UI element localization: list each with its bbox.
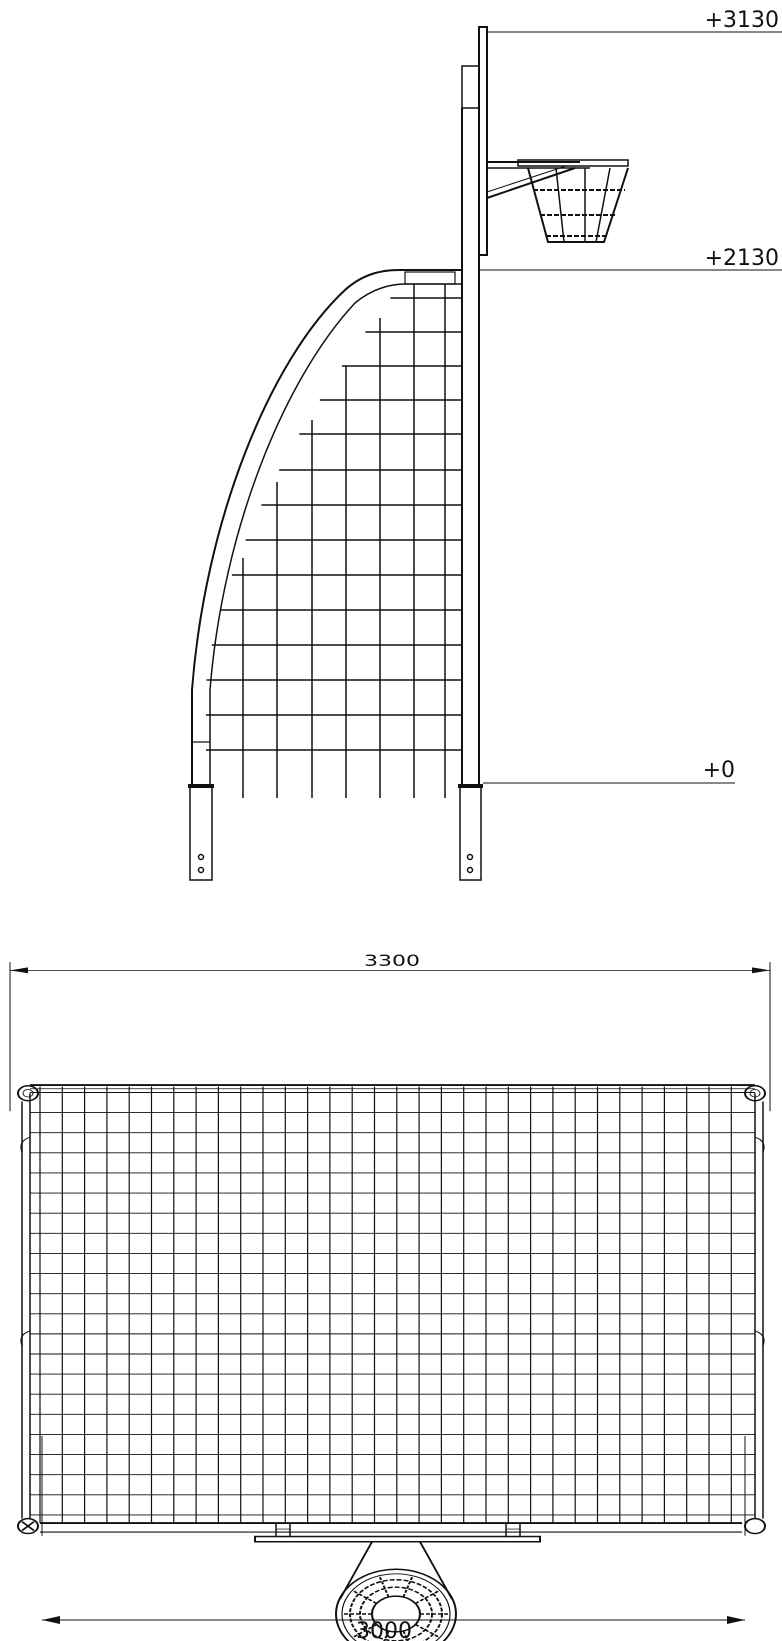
backboard-plan xyxy=(254,1522,541,1543)
goal-frame-side xyxy=(188,269,462,881)
level-marker-ground: +0 xyxy=(483,758,735,784)
level-label-ground: +0 xyxy=(703,758,735,783)
backboard xyxy=(461,26,488,256)
main-pole xyxy=(458,108,483,881)
hoop-bracket xyxy=(486,159,629,199)
level-marker-mid: +2130 xyxy=(479,246,782,271)
dimension-inner-final: 3000 xyxy=(42,1616,745,1641)
dimension-inner xyxy=(41,1435,746,1536)
hoop-net-strand xyxy=(378,1575,390,1598)
top-view: 3300 xyxy=(9,951,771,1641)
hoop-net-strand xyxy=(402,1575,414,1598)
hoop-net-strands xyxy=(342,1575,450,1641)
dimension-inner-arrow-right xyxy=(727,1616,745,1624)
dimension-overall: 3300 xyxy=(9,951,771,1112)
level-marker-top: +3130 xyxy=(487,8,782,33)
top-net-grid xyxy=(30,1086,755,1524)
goal-frame-top xyxy=(17,1084,766,1535)
basket-net-side xyxy=(527,167,629,243)
level-label-top: +3130 xyxy=(705,8,779,33)
side-net-grid xyxy=(206,284,462,798)
dimension-inner-arrow-left xyxy=(42,1616,60,1624)
side-view: +3130 +2130 +0 xyxy=(188,8,782,881)
level-label-mid: +2130 xyxy=(705,246,779,271)
dimension-overall-label: 3300 xyxy=(364,951,420,970)
hoop-net-strand xyxy=(351,1623,378,1639)
hoop-plan xyxy=(335,1541,457,1641)
hoop-net-strand xyxy=(414,1589,441,1605)
hoop-net-strand xyxy=(351,1589,378,1605)
dimension-inner-label: 3000 xyxy=(356,1619,412,1641)
hoop-net-strand xyxy=(414,1623,441,1639)
